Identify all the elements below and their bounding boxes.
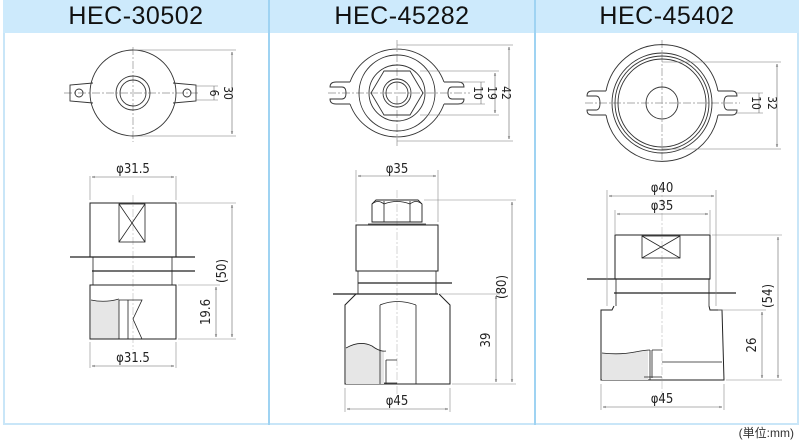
side-view-hec-45402 xyxy=(587,185,782,410)
top-view-hec-30502 xyxy=(64,47,236,142)
dim-label: 19 xyxy=(485,86,499,100)
dim-bottom-diameter: φ45 xyxy=(386,394,409,409)
dim-label: 30 xyxy=(221,86,235,100)
dim-bottom-diameter: φ31.5 xyxy=(116,351,150,366)
column-hec-30502: HEC-30502 xyxy=(3,0,269,425)
dim-label: 32 xyxy=(765,96,779,110)
top-view-hec-45282 xyxy=(328,40,513,148)
dim-outer-diameter: φ40 xyxy=(651,181,674,196)
dim-overall-height: (50) xyxy=(215,259,230,283)
dim-bottom-diameter: φ45 xyxy=(651,392,674,407)
top-view-hec-45402 xyxy=(585,40,781,162)
dim-label: 6 xyxy=(207,90,221,97)
model-title: HEC-30502 xyxy=(3,0,269,33)
column-divider xyxy=(268,0,270,425)
column-divider xyxy=(534,0,536,425)
model-title: HEC-45402 xyxy=(535,0,799,33)
dim-top-diameter: φ35 xyxy=(651,199,674,214)
dim-overall-height: (80) xyxy=(495,275,510,299)
side-view-hec-45282 xyxy=(333,170,516,412)
dim-label: 42 xyxy=(499,86,513,100)
dim-overall-height: (54) xyxy=(761,284,776,308)
dim-lower-height: 39 xyxy=(479,333,494,348)
spec-table-frame xyxy=(3,0,799,425)
side-view-hec-30502 xyxy=(70,176,236,368)
dim-lower-height: 26 xyxy=(745,338,760,353)
column-hec-45402: HEC-45402 xyxy=(535,0,799,425)
dim-top-diameter: φ31.5 xyxy=(116,162,150,177)
column-hec-45282: HEC-45282 xyxy=(269,0,535,425)
dim-lower-height: 19.6 xyxy=(199,299,214,325)
unit-note: (単位:mm) xyxy=(738,426,794,440)
dim-top-diameter: φ35 xyxy=(386,162,409,177)
dim-label: 10 xyxy=(749,96,763,110)
dim-label: 10 xyxy=(471,86,485,100)
model-title: HEC-45282 xyxy=(269,0,535,33)
